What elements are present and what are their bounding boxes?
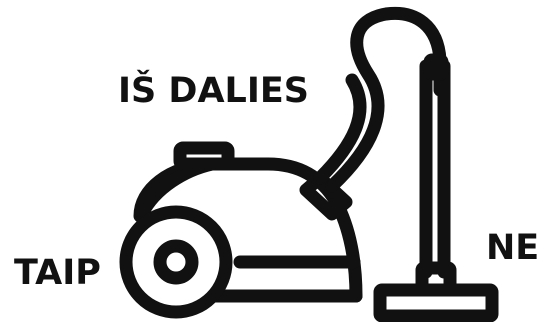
- answer-no-label: NE: [486, 231, 539, 266]
- answer-partially-label: IŠ DALIES: [118, 74, 309, 109]
- answer-yes-label: TAIP: [14, 256, 101, 291]
- vacuum-top-handle: [180, 148, 228, 164]
- vacuum-big-wheel: [126, 212, 226, 312]
- vacuum-wheel-hub: [160, 246, 192, 278]
- vacuum-wand-collar: [430, 60, 442, 74]
- vacuum-floor-nozzle: [380, 290, 492, 316]
